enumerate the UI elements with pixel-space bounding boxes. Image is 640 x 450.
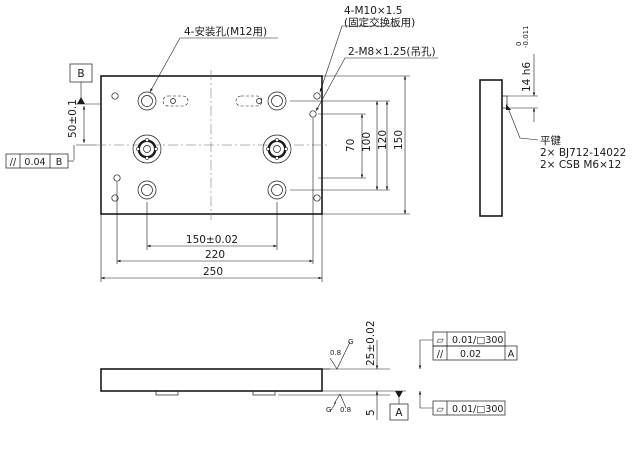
surface-finish-bottom: 0.8 G — [326, 393, 351, 414]
dim-14-h6: 14 h6 — [521, 62, 533, 92]
flat-bottom-value: 0.01/□300 — [452, 404, 503, 415]
front-view: 25±0.02 5 0.8 G 0.8 G A ⏥ 0.01/□30 — [100, 320, 518, 421]
flat-bottom-symbol: ⏥ — [436, 404, 444, 415]
dim-5: 5 — [365, 409, 377, 416]
datum-b-marker: B — [69, 63, 101, 105]
surface-finish-top-value: 0.8 — [330, 349, 341, 357]
tolerance-frame-flat-bottom: ⏥ 0.01/□300 — [432, 400, 506, 416]
callout-thread-holes-1: 4-M10×1.5 — [344, 5, 402, 17]
key-spec-1: 2× BJ712-14022 — [540, 147, 626, 159]
front-key-left — [155, 390, 179, 396]
dim-120: 120 — [377, 130, 389, 150]
key-spec-2: 2× CSB M6×12 — [540, 159, 621, 171]
tolerance-frame-parallel-a: // 0.02 A — [432, 345, 518, 361]
front-key-right — [252, 390, 276, 396]
tolerance-frame-parallel-b: // 0.04 B — [5, 153, 74, 169]
tolerance-frame-flat-top: ⏥ 0.01/□300 — [432, 331, 506, 347]
mount-hole-top-left — [137, 91, 157, 111]
locator-left — [132, 134, 162, 164]
lift-hole-right — [309, 110, 317, 118]
datum-a-marker: A — [389, 391, 409, 421]
front-plate-outline — [100, 368, 323, 392]
dim-14-upper: 0 — [515, 42, 523, 46]
key-outline — [501, 95, 508, 109]
surface-finish-top: 0.8 G — [329, 338, 353, 370]
thread-hole-bottom-right — [313, 194, 321, 202]
parallel-value: 0.04 — [24, 157, 45, 168]
key-title: 平键 — [540, 134, 561, 147]
dim-100: 100 — [361, 132, 373, 152]
datum-b-label: B — [77, 68, 84, 80]
thread-hole-bottom-left — [111, 194, 119, 202]
callout-lift-holes: 2-M8×1.25(吊孔) — [348, 45, 436, 58]
plan-view: 4-安装孔(M12用) 4-M10×1.5 (固定交换板用) 2-M8×1.25… — [5, 5, 438, 282]
parallel-a-value: 0.02 — [460, 349, 481, 360]
dim-220: 220 — [205, 249, 225, 261]
flat-top-symbol: ⏥ — [436, 335, 444, 346]
lift-hole-left — [113, 174, 121, 182]
flat-top-value: 0.01/□300 — [452, 335, 503, 346]
thread-hole-top-right — [313, 92, 321, 100]
surface-finish-top-grade: G — [348, 338, 353, 346]
dim-150-vertical: 150 — [393, 130, 405, 150]
dim-150-horizontal: 150±0.02 — [186, 234, 238, 246]
dim-250: 250 — [203, 266, 223, 278]
dim-70: 70 — [345, 139, 357, 152]
callout-mount-holes: 4-安装孔(M12用) — [184, 25, 267, 38]
dim-50: 50±0.1 — [67, 99, 79, 138]
mount-hole-bottom-left — [137, 180, 157, 200]
side-view: 14 h6 0 -0.011 平键 2× BJ712-14022 2× CSB … — [479, 25, 626, 217]
datum-a-label: A — [395, 407, 403, 419]
mount-hole-top-right — [267, 91, 287, 111]
parallel-a-datum: A — [508, 349, 515, 360]
side-plate-outline — [479, 79, 503, 217]
mount-hole-bottom-right — [267, 180, 287, 200]
parallel-symbol: // — [10, 157, 17, 168]
surface-finish-bottom-value: 0.8 — [340, 406, 351, 414]
callout-thread-holes-2: (固定交换板用) — [344, 16, 415, 29]
locator-right — [262, 134, 292, 164]
parallel-a-symbol: // — [437, 349, 444, 360]
thread-hole-top-left — [111, 92, 119, 100]
dim-25: 25±0.02 — [365, 320, 377, 366]
dim-14-lower: -0.011 — [522, 25, 530, 48]
parallel-datum: B — [56, 157, 63, 168]
surface-finish-bottom-grade: G — [326, 406, 331, 414]
